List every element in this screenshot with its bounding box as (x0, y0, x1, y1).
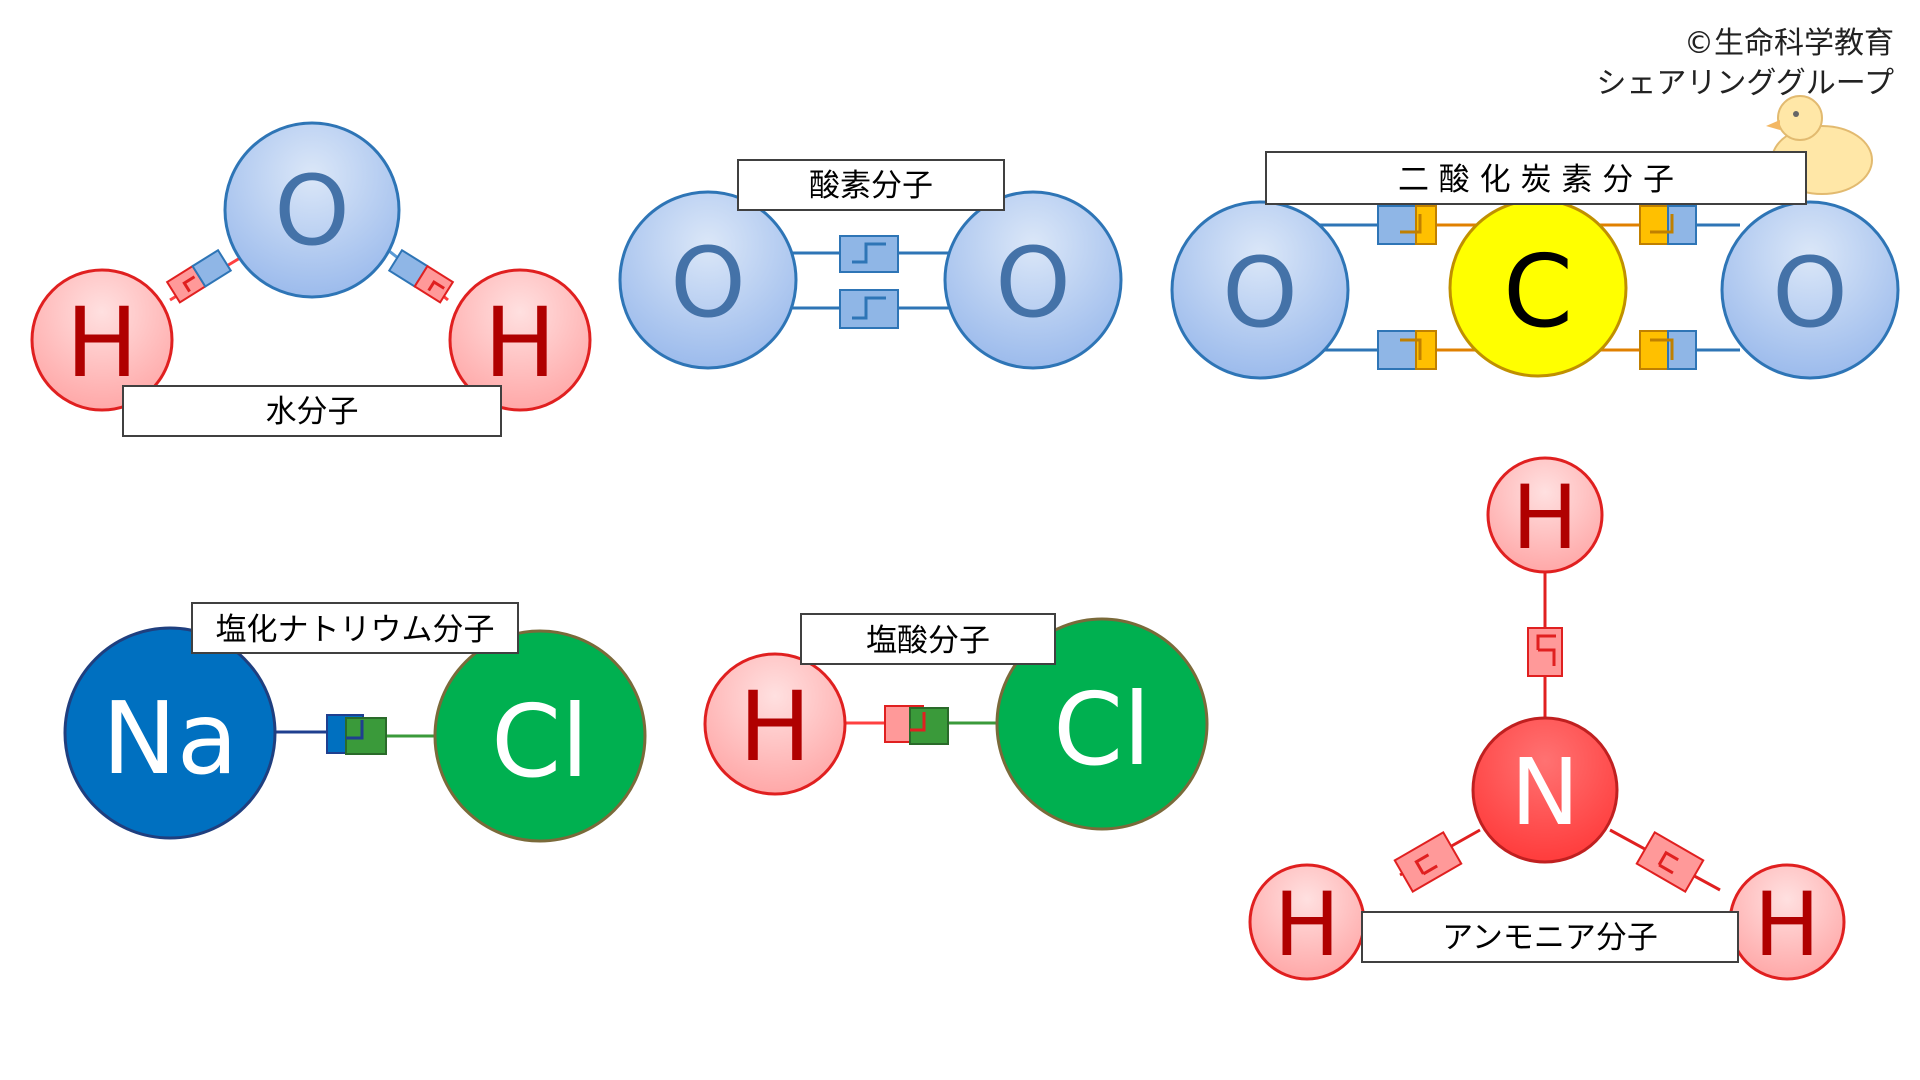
svg-text:Cl: Cl (491, 683, 589, 800)
oxygen-bond-bottom (839, 289, 899, 329)
co2-oxygen-atom-right: O (1720, 200, 1900, 380)
co2-oxygen-atom-left: O (1170, 200, 1350, 380)
svg-text:H: H (1512, 466, 1578, 569)
co2-carbon-atom: C (1448, 198, 1628, 378)
svg-text:塩化ナトリウム分子: 塩化ナトリウム分子 (216, 612, 495, 648)
svg-text:H: H (66, 287, 138, 399)
sodium-atom: Na (63, 626, 277, 840)
svg-text:O: O (274, 155, 350, 267)
co2-bond-right-bottom (1639, 330, 1697, 370)
ammonia-molecule: H N H H アンモニア分子 (1248, 456, 1846, 981)
co2-bond-right-top (1639, 205, 1697, 245)
svg-text:H: H (1274, 873, 1340, 976)
oxygen-atom-left: O (618, 190, 798, 370)
co2-label: 二 酸 化 炭 素 分 子 (1265, 151, 1807, 205)
credit-line-1: ©生命科学教育 (1684, 26, 1894, 61)
svg-text:N: N (1511, 739, 1580, 846)
nacl-chlorine-atom: Cl (433, 629, 647, 843)
hcl-chlorine-atom: Cl (995, 617, 1209, 831)
nitrogen-atom: N (1471, 716, 1619, 864)
ammonia-bond-top (1527, 627, 1563, 677)
ammonia-bond-left (1393, 831, 1463, 893)
co2-molecule: O C O 二 酸 化 炭 素 分 子 (1170, 151, 1900, 380)
ammonia-bond-right (1635, 831, 1705, 893)
svg-text:二 酸 化 炭 素 分 子: 二 酸 化 炭 素 分 子 (1398, 162, 1674, 198)
water-oxygen-atom: O (223, 121, 401, 299)
credit-line-2: シェアリンググループ (1596, 66, 1894, 101)
svg-text:水分子: 水分子 (266, 394, 359, 430)
svg-text:酸素分子: 酸素分子 (809, 168, 933, 204)
hcl-bond (884, 705, 949, 745)
svg-text:塩酸分子: 塩酸分子 (866, 623, 990, 659)
hcl-molecule: H Cl 塩酸分子 (703, 613, 1209, 831)
svg-text:C: C (1503, 233, 1573, 350)
water-label: 水分子 (122, 385, 502, 437)
nacl-label: 塩化ナトリウム分子 (191, 602, 519, 654)
oxygen-bond-top (839, 235, 899, 273)
water-bond-left (165, 248, 233, 304)
oxygen-molecule: O O 酸素分子 (618, 159, 1123, 370)
hcl-label: 塩酸分子 (800, 613, 1056, 665)
hcl-hydrogen-atom: H (703, 652, 847, 796)
water-bond-right (387, 248, 455, 304)
ammonia-label: アンモニア分子 (1361, 911, 1739, 963)
copyright-credit: ©生命科学教育 シェアリンググループ (1596, 24, 1894, 104)
nacl-molecule: Na Cl 塩化ナトリウム分子 (63, 602, 647, 843)
oxygen-atom-right: O (943, 190, 1123, 370)
svg-text:H: H (739, 671, 811, 783)
oxygen-label: 酸素分子 (737, 159, 1005, 211)
svg-text:O: O (995, 227, 1071, 339)
ammonia-hydrogen-atom-right: H (1728, 863, 1846, 981)
svg-text:O: O (1222, 237, 1298, 349)
ammonia-hydrogen-atom-top: H (1486, 456, 1604, 574)
water-hydrogen-atom-left: H (30, 268, 174, 412)
water-hydrogen-atom-right: H (448, 268, 592, 412)
svg-text:アンモニア分子: アンモニア分子 (1442, 920, 1658, 956)
svg-text:O: O (1772, 237, 1848, 349)
water-molecule: O H H 水分子 (30, 121, 592, 437)
ammonia-hydrogen-atom-left: H (1248, 863, 1366, 981)
svg-text:H: H (1754, 873, 1820, 976)
svg-text:Cl: Cl (1053, 671, 1151, 788)
svg-text:H: H (484, 287, 556, 399)
co2-bond-left-bottom (1377, 330, 1437, 370)
svg-text:Na: Na (102, 680, 238, 797)
svg-text:O: O (670, 227, 746, 339)
co2-bond-left-top (1377, 205, 1437, 245)
nacl-bond (326, 714, 387, 755)
